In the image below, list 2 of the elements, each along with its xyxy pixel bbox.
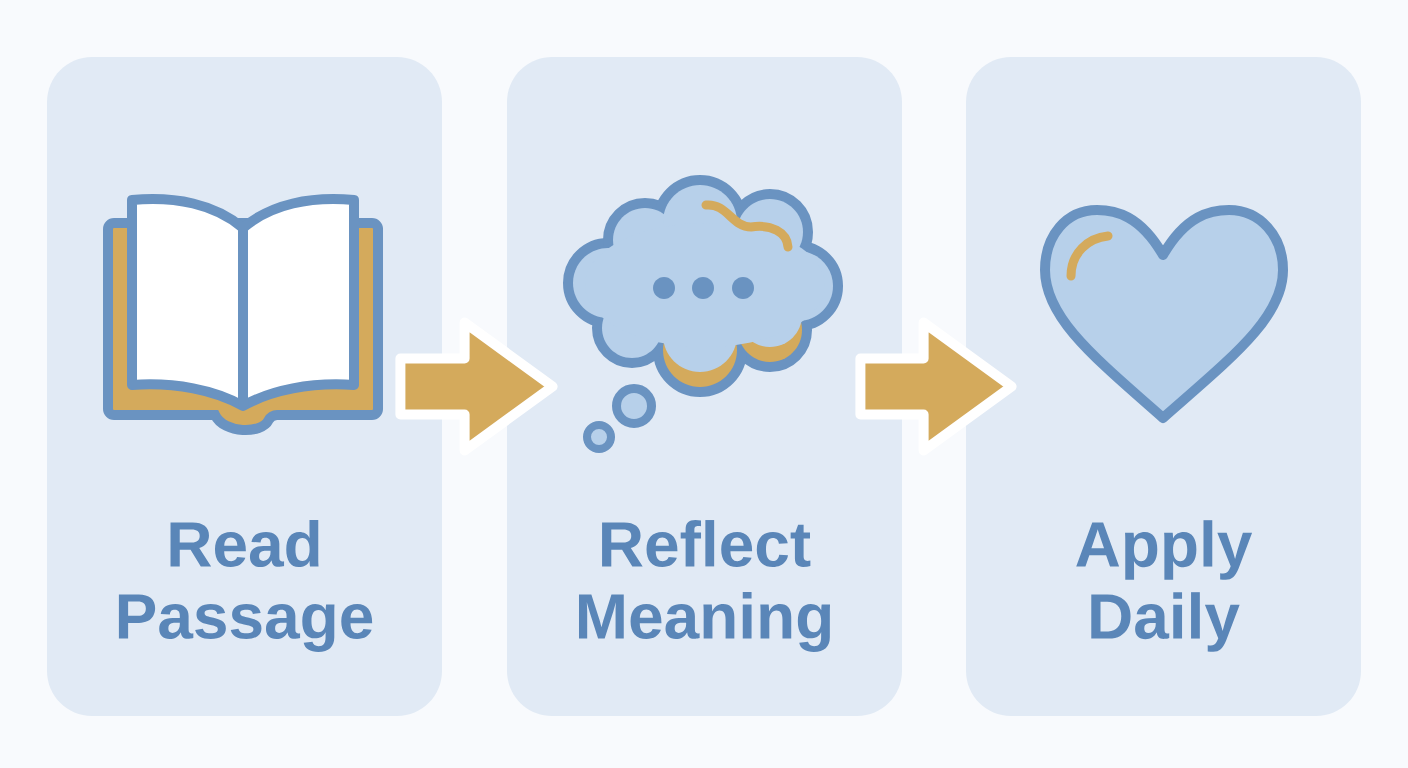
arrow: [855, 317, 1017, 456]
arrow: [395, 317, 558, 456]
